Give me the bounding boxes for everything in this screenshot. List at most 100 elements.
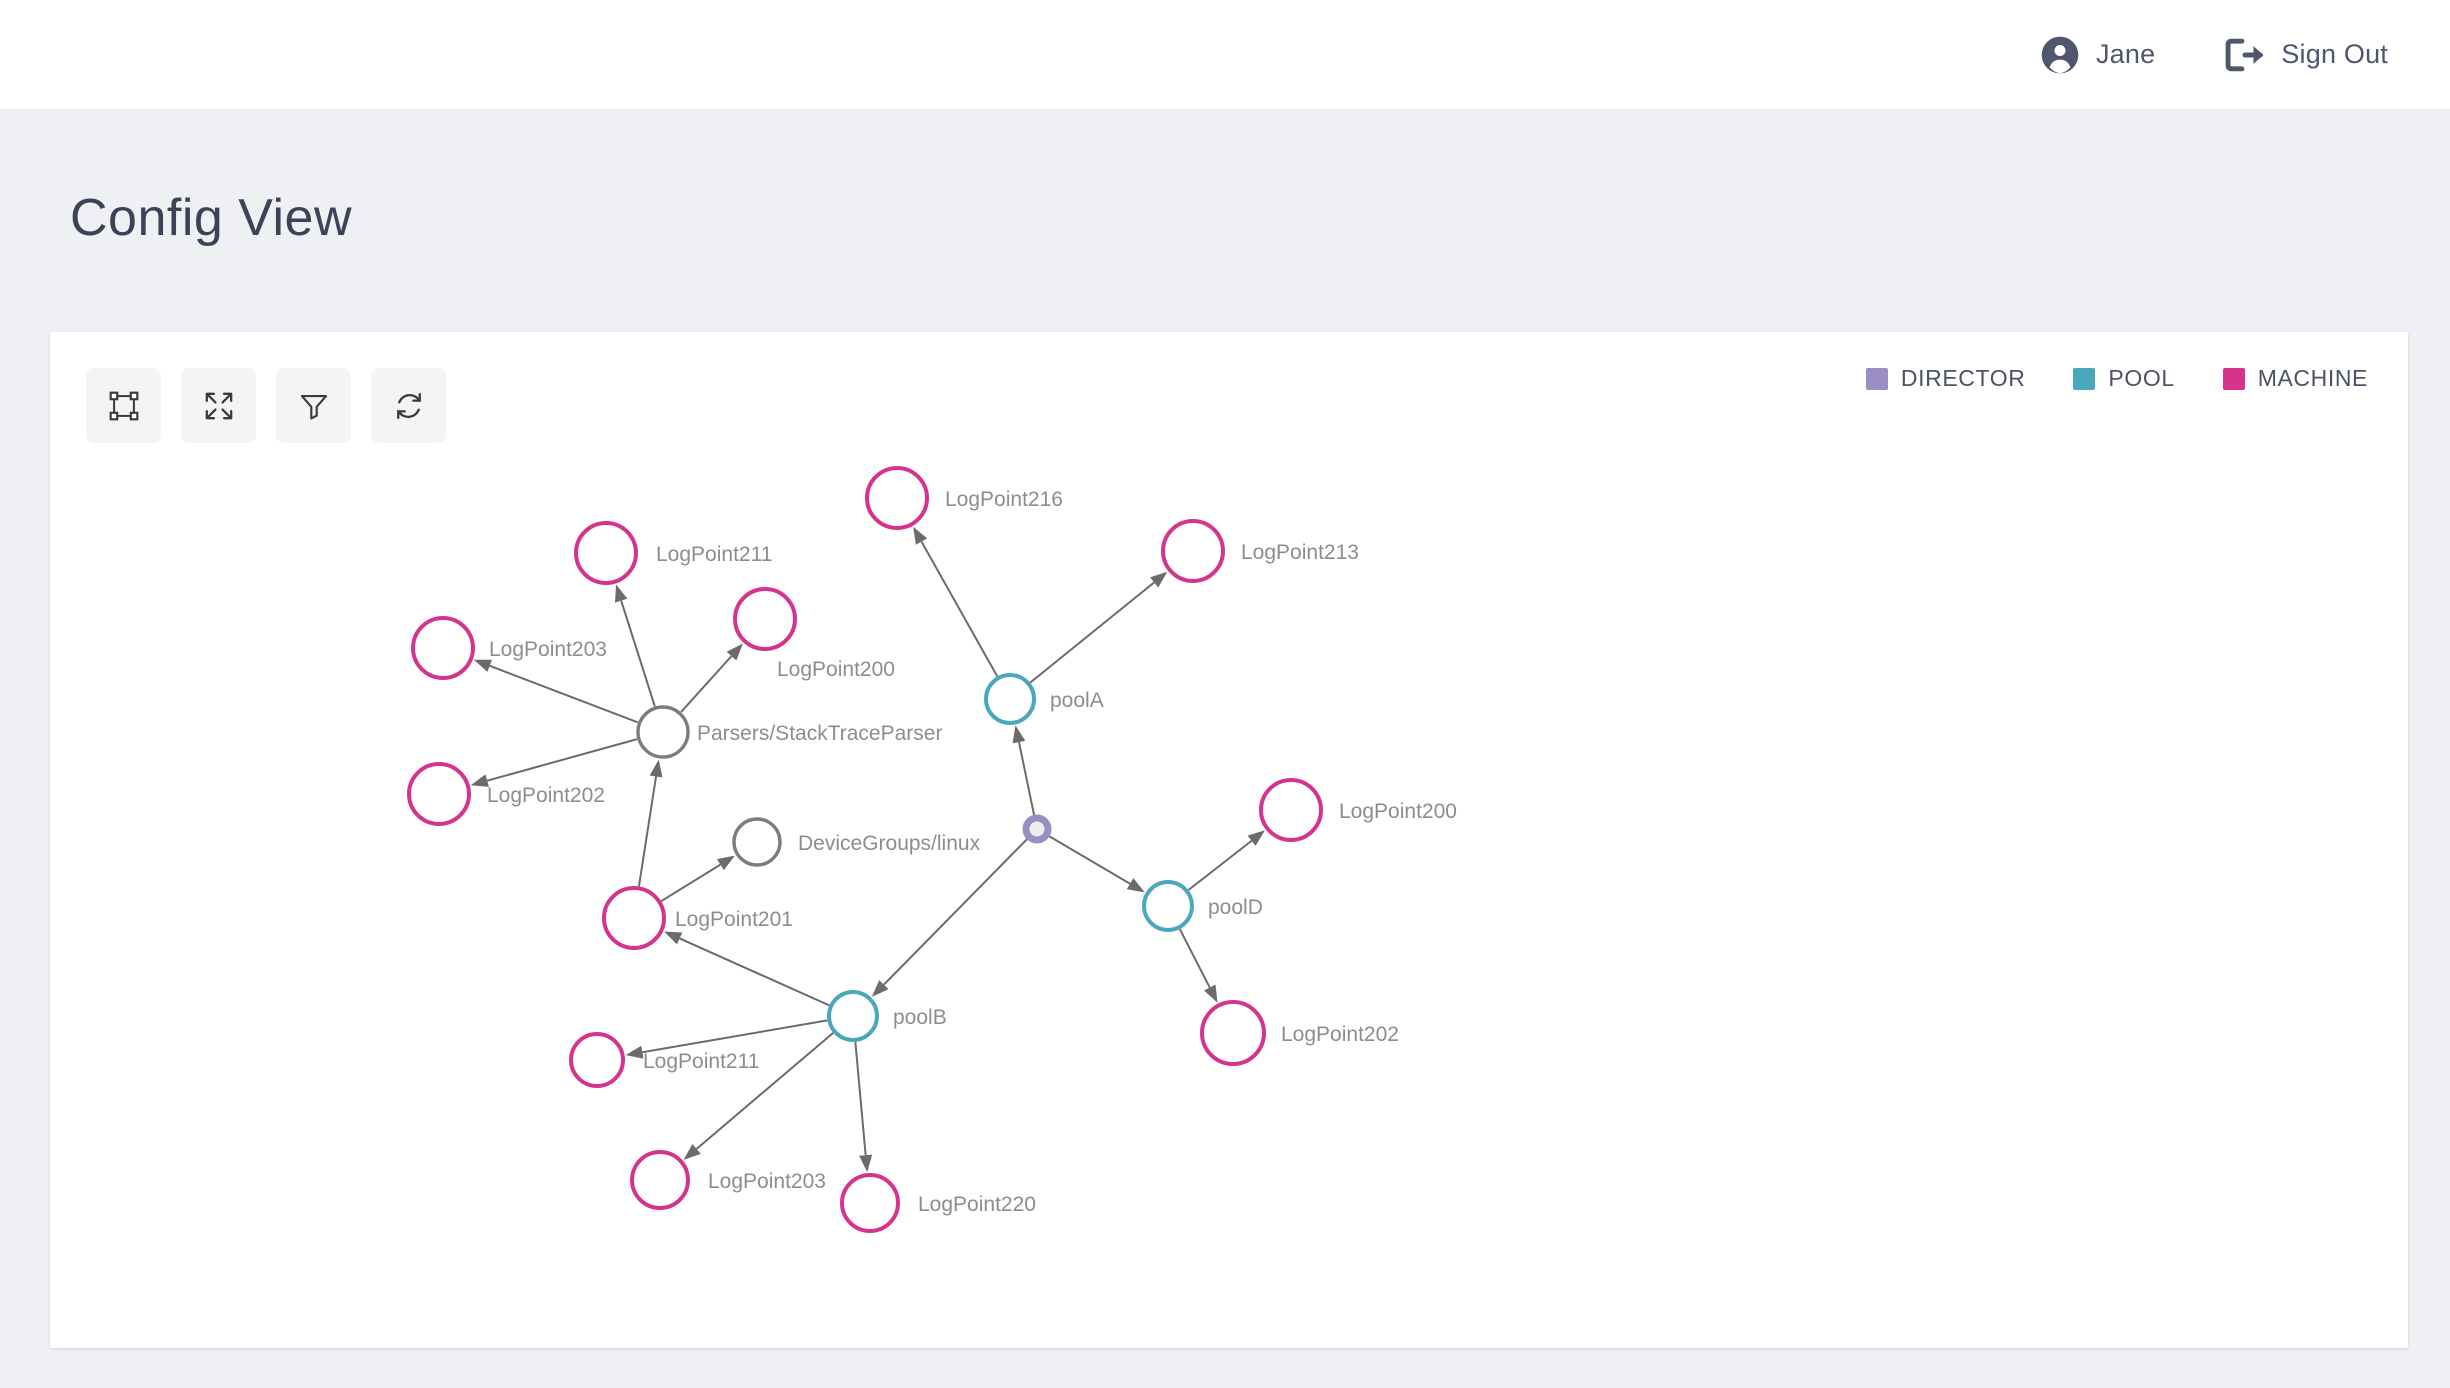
top-header-bar: Jane Sign Out [0,0,2450,110]
graph-node-lp216[interactable]: LogPoint216 [865,466,1063,530]
graph-edge [620,600,656,707]
sign-out-button[interactable]: Sign Out [2225,38,2388,72]
graph-edge [1029,581,1155,684]
legend-item-director[interactable]: DIRECTOR [1865,365,2026,392]
graph-node-label: LogPoint200 [1339,800,1457,823]
graph-edge [637,776,658,887]
graph-node-lp211top[interactable]: LogPoint211 [574,521,772,585]
graph-edge-arrowhead [470,774,489,787]
graph-edge-arrowhead [625,1045,644,1059]
graph-node-label: LogPoint213 [1241,541,1359,564]
graph-node-circle[interactable] [732,817,782,867]
graph-edge [1187,839,1253,891]
network-graph[interactable]: poolApoolBpoolDLogPoint216LogPoint213Log… [50,332,2408,1348]
graph-node-label: DeviceGroups/linux [798,832,981,855]
graph-node-lp202top[interactable]: LogPoint202 [407,762,605,826]
graph-edge-arrowhead [1012,725,1026,744]
graph-node-label: LogPoint200 [777,658,895,681]
graph-node-label: LogPoint201 [675,908,793,931]
graph-node-label: poolB [893,1006,947,1029]
graph-node-lp211bot[interactable]: LogPoint211 [569,1032,759,1088]
legend-swatch-pool [2073,367,2096,390]
graph-node-poolD[interactable]: poolD [1142,880,1263,932]
graph-edge [679,937,830,1007]
graph-edge [1178,928,1211,989]
graph-node-circle[interactable] [1200,1000,1266,1066]
graph-edge-arrowhead [649,759,663,778]
graph-node-circle[interactable] [411,616,475,680]
graph-node-lp201[interactable]: LogPoint201 [602,886,793,950]
graph-node-label: LogPoint202 [1281,1023,1399,1046]
graph-node-circle[interactable] [1161,519,1225,583]
graph-node-circle[interactable] [636,705,690,759]
graph-edge-arrowhead [614,584,628,603]
graph-node-parser[interactable]: Parsers/StackTraceParser [636,705,942,759]
expand-button[interactable] [181,368,256,443]
refresh-cycle-icon [392,389,426,423]
graph-edge-arrowhead [1126,878,1145,893]
user-name-label: Jane [2095,39,2156,69]
graph-node-label: LogPoint216 [945,488,1063,511]
graph-node-circle[interactable] [407,762,471,826]
graph-node-label: poolD [1208,896,1263,919]
graph-node-label: LogPoint211 [643,1050,759,1073]
legend-item-machine[interactable]: MACHINE [2222,365,2368,392]
graph-edge [695,1032,834,1150]
graph-edge [660,863,721,903]
graph-node-lp202r[interactable]: LogPoint202 [1200,1000,1399,1066]
user-avatar-icon [2040,35,2080,75]
select-box-button[interactable] [86,368,161,443]
graph-node-circle[interactable] [840,1173,900,1233]
sign-out-icon [2225,38,2265,72]
graph-node-poolA[interactable]: poolA [984,673,1104,725]
graph-node-circle[interactable] [574,521,638,585]
graph-node-lp213[interactable]: LogPoint213 [1161,519,1359,583]
graph-node-circle[interactable] [630,1150,690,1210]
bounding-box-icon [107,389,141,423]
graph-node-devgroup[interactable]: DeviceGroups/linux [732,817,981,867]
graph-edge [920,541,999,677]
graph-node-circle[interactable] [602,886,666,950]
page-title: Config View [70,189,353,247]
expand-arrows-icon [202,389,236,423]
legend-label-pool: POOL [2108,365,2175,391]
graph-node-circle[interactable] [865,466,929,530]
graph-edge-arrowhead [1203,984,1218,1003]
graph-node-lp200r[interactable]: LogPoint200 [1259,778,1457,842]
graph-edge [486,738,638,782]
graph-node-circle[interactable] [733,587,797,651]
graph-node-lp203top[interactable]: LogPoint203 [411,616,607,680]
graph-node-circle[interactable] [1259,778,1323,842]
graph-node-circle[interactable] [569,1032,625,1088]
graph-node-poolB[interactable]: poolB [827,990,947,1042]
graph-edge [642,1019,828,1054]
graph-node-lp200top[interactable]: LogPoint200 [733,587,895,681]
graph-node-label: LogPoint203 [708,1170,826,1193]
graph-edge-arrowhead [871,980,889,997]
filter-button[interactable] [276,368,351,443]
graph-node-label: LogPoint202 [487,784,605,807]
graph-edge [1047,834,1131,885]
graph-edge-arrowhead [473,659,493,672]
legend-label-machine: MACHINE [2257,365,2368,391]
graph-node-circle[interactable] [1022,814,1052,844]
graph-node-lp220[interactable]: LogPoint220 [840,1173,1036,1233]
graph-node-label: poolA [1050,689,1104,712]
graph-node-label: LogPoint220 [918,1193,1036,1216]
graph-edge-arrowhead [1150,571,1168,588]
graph-node-label: LogPoint203 [489,638,607,661]
sign-out-label: Sign Out [2281,39,2388,69]
graph-node-director[interactable] [1022,814,1052,844]
graph-edge-arrowhead [717,855,735,871]
graph-edge [489,664,639,724]
graph-edges [470,526,1265,1173]
graph-node-circle[interactable] [984,673,1036,725]
graph-node-label: Parsers/StackTraceParser [697,722,942,745]
user-menu[interactable]: Jane [2040,35,2155,75]
legend-item-pool[interactable]: POOL [2073,365,2174,392]
graph-node-circle[interactable] [1142,880,1194,932]
graph-node-circle[interactable] [827,990,879,1042]
graph-node-lp203bot[interactable]: LogPoint203 [630,1150,826,1210]
refresh-button[interactable] [371,368,446,443]
